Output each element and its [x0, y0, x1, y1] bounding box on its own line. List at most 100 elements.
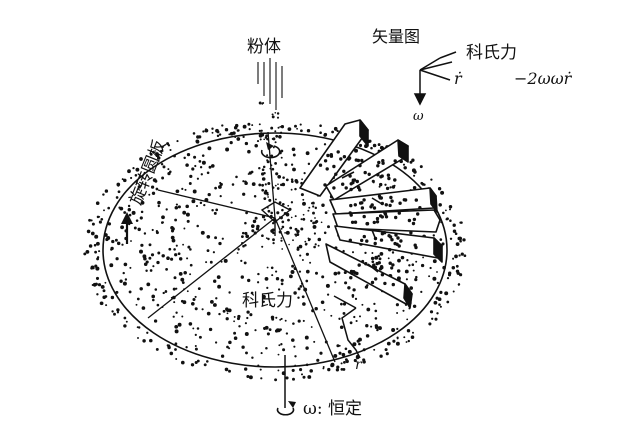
powder-particle — [185, 212, 190, 217]
powder-particle — [297, 319, 301, 323]
powder-particle — [240, 275, 244, 279]
coriolis-vector-disk — [333, 295, 361, 359]
powder-particle — [113, 312, 116, 316]
powder-particle — [383, 281, 387, 286]
powder-particle — [363, 170, 367, 175]
powder-particle — [237, 248, 240, 251]
powder-particle — [175, 358, 178, 360]
powder-particle — [272, 241, 275, 245]
omega-small-label: ω — [413, 109, 424, 124]
powder-particle — [131, 210, 136, 215]
powder-particle — [406, 328, 411, 333]
powder-particle — [435, 296, 439, 300]
powder-particle — [271, 113, 274, 116]
powder-particle — [299, 123, 302, 126]
powder-particle — [258, 129, 262, 133]
powder-particle — [209, 260, 213, 264]
powder-particle — [326, 153, 330, 158]
powder-particle — [219, 181, 222, 185]
powder-particle — [232, 131, 236, 135]
powder-particle — [123, 316, 127, 320]
powder-particle — [161, 254, 165, 258]
powder-particle — [244, 221, 247, 225]
powder-particle — [304, 243, 308, 246]
powder-particle — [300, 373, 304, 376]
powder-particle — [196, 224, 199, 228]
powder-particle — [280, 278, 284, 282]
powder-particle — [97, 283, 102, 287]
powder-particle — [200, 230, 205, 235]
powder-particle — [338, 317, 341, 320]
powder-particle — [174, 342, 178, 346]
powder-particle — [359, 315, 361, 318]
powder-particle — [248, 375, 253, 380]
powder-particle — [260, 377, 263, 380]
powder-particle — [215, 128, 219, 133]
powder-particle — [372, 143, 377, 148]
powder-particle — [177, 252, 181, 256]
powder-particle — [170, 229, 175, 233]
powder-particle — [153, 319, 158, 323]
powder-particle — [244, 244, 247, 247]
powder-particle — [362, 360, 366, 364]
powder-particle — [294, 215, 297, 218]
powder-particle — [398, 201, 402, 205]
powder-particle — [372, 206, 377, 210]
powder-particle — [429, 310, 434, 314]
powder-particle — [167, 144, 171, 147]
powder-particle — [391, 328, 396, 332]
powder-particle — [262, 101, 265, 105]
powder-particle — [379, 182, 383, 187]
powder-particle — [119, 206, 124, 211]
powder-particle — [213, 211, 217, 215]
powder-particle — [378, 257, 382, 261]
powder-particle — [278, 201, 282, 205]
powder-particle — [428, 275, 431, 278]
powder-particle — [165, 208, 168, 211]
powder-particle — [171, 238, 176, 243]
powder-particle — [264, 183, 267, 186]
powder-particle — [254, 143, 258, 148]
powder-particle — [384, 183, 387, 186]
powder-particle — [307, 209, 310, 212]
powder-particle — [281, 220, 285, 224]
powder-particle — [300, 218, 303, 221]
powder-particle — [445, 209, 447, 212]
powder-particle — [377, 143, 381, 147]
powder-particle — [116, 182, 121, 187]
powder-particle — [281, 208, 284, 212]
powder-particle — [449, 237, 453, 241]
powder-particle — [438, 303, 441, 306]
powder-particle — [360, 158, 364, 163]
powder-particle — [256, 140, 260, 143]
powder-particle — [374, 277, 378, 281]
powder-particle — [386, 341, 391, 346]
powder-particle — [263, 171, 266, 175]
powder-particle — [395, 303, 399, 307]
powder-particle — [280, 282, 284, 286]
powder-particle — [110, 295, 115, 300]
powder-particle — [266, 160, 270, 164]
powder-particle — [245, 234, 250, 239]
powder-particle — [333, 353, 338, 358]
powder-particle — [157, 251, 161, 255]
powder-particle — [446, 300, 450, 304]
powder-particle — [251, 124, 254, 127]
powder-particle — [411, 221, 416, 226]
powder-particle — [374, 324, 378, 328]
powder-particle — [276, 112, 280, 115]
powder-particle — [166, 256, 170, 261]
powder-particle — [325, 167, 329, 171]
powder-particle — [244, 231, 248, 235]
powder-particle — [123, 262, 128, 267]
powder-particle — [228, 340, 232, 345]
powder-particle — [364, 285, 369, 289]
powder-particle — [349, 321, 353, 325]
powder-particle — [335, 368, 340, 372]
powder-particle — [116, 308, 120, 312]
powder-particle — [155, 347, 159, 351]
powder-particle — [270, 211, 274, 215]
powder-particle — [238, 325, 241, 328]
powder-particle — [334, 172, 338, 176]
